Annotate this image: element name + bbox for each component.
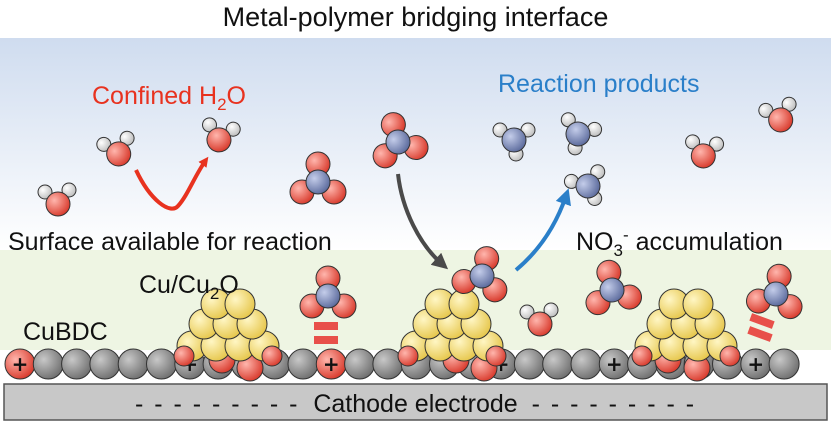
framework-node	[32, 348, 64, 380]
water-molecule-icon	[758, 96, 797, 133]
cu-atom	[224, 288, 256, 320]
cathode-electrode-label: - - - - - - - - - Cathode electrode - - …	[134, 390, 697, 418]
nitrate-molecule-icon	[585, 259, 642, 316]
framework-node	[768, 348, 800, 380]
oxygen-atom	[261, 345, 283, 367]
water-molecule-icon	[519, 302, 559, 337]
water-molecule-icon	[37, 182, 77, 217]
nitrate-accumulation-label: NO3- accumulation	[576, 225, 783, 260]
oxygen-atom	[173, 345, 195, 367]
framework-node	[61, 348, 93, 380]
water-molecule-icon	[96, 130, 135, 167]
confined-water-label: Confined H2O	[92, 82, 246, 114]
oxygen-atom	[719, 345, 741, 367]
nitrate-molecule-icon	[372, 112, 429, 169]
cathode-electrode	[3, 383, 828, 421]
framework-node	[146, 348, 177, 380]
framework-node	[117, 348, 149, 380]
framework-node	[513, 348, 545, 380]
diagram-title: Metal-polymer bridging interface	[222, 2, 609, 32]
cu-atom	[682, 288, 714, 320]
oxygen-atom	[397, 345, 419, 367]
surface-available-label: Surface available for reaction	[8, 228, 332, 256]
cubdc-framework: ++++++	[4, 346, 800, 382]
ammonia-molecule-icon	[563, 164, 606, 206]
molecules	[37, 96, 803, 337]
cu-particle-icon	[173, 288, 741, 367]
ammonia-molecule-icon	[492, 122, 536, 162]
framework-node	[344, 348, 376, 380]
water-molecule-icon	[685, 134, 725, 169]
framework-node	[89, 348, 121, 380]
framework-node	[287, 348, 319, 380]
cu-particle-cluster	[173, 288, 283, 367]
ammonia-molecule-icon	[560, 112, 603, 156]
cubdc-label: CuBDC	[23, 318, 108, 346]
cu-particle-cluster	[397, 288, 507, 367]
positive-charge-icon: +	[747, 352, 764, 376]
nitrate-adsorption-arrow	[396, 173, 449, 270]
positive-charge-icon: +	[12, 352, 29, 376]
framework-node	[570, 348, 602, 380]
adsorption-bars	[314, 313, 775, 344]
cu-cu2o-label: Cu/Cu2O	[139, 271, 239, 303]
cu-particle-cluster	[631, 288, 741, 367]
nitrate-molecule-icon	[746, 263, 803, 320]
positive-charge-icon: +	[606, 352, 623, 376]
oxygen-atom	[631, 345, 653, 367]
framework-node	[542, 348, 574, 380]
product-release-arrow	[514, 188, 571, 272]
positive-charge-icon: +	[323, 352, 340, 376]
nitrate-molecule-icon	[299, 265, 357, 319]
water-exchange-arrow	[134, 156, 209, 211]
oxygen-atom	[485, 345, 507, 367]
water-molecule-icon	[202, 117, 241, 153]
nitrate-molecule-icon	[289, 151, 347, 205]
reaction-products-label: Reaction products	[498, 70, 700, 98]
nitrate-molecule-icon	[451, 246, 508, 303]
